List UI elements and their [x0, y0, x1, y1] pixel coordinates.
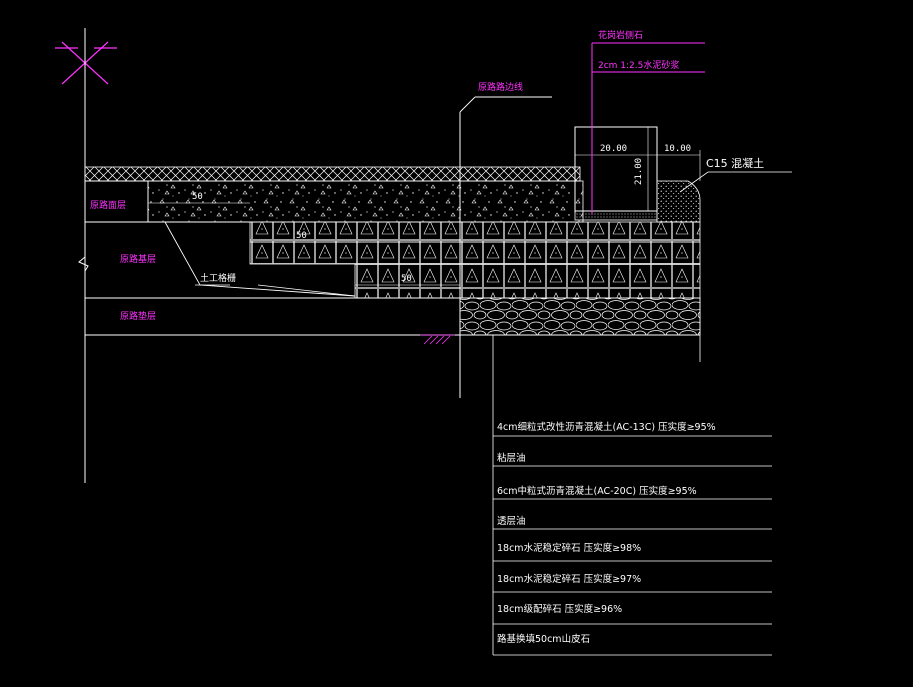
callout-mortar: 2cm 1:2.5水泥砂浆 — [598, 59, 679, 71]
spec-note-3: 6cm中粒式沥青混凝土(AC-20C) 压实度≥95% — [497, 485, 697, 497]
callout-leaders — [591, 42, 705, 215]
spec-table-lines — [492, 335, 772, 656]
mortar-bed — [574, 210, 658, 221]
layer-label-base: 原路基层 — [120, 253, 156, 265]
surface-wearing-course — [84, 166, 581, 182]
asphalt-binder-course — [147, 180, 584, 223]
callout-road-edge: 原路路边线 — [478, 81, 523, 93]
spec-note-8: 路基换填50cm山皮石 — [497, 633, 590, 645]
layer-label-subbase: 原路垫层 — [120, 310, 156, 322]
spec-note-5: 18cm水泥稳定碎石 压实度≥98% — [497, 542, 641, 554]
stabilized-base-lower — [354, 263, 701, 299]
layer-label-surface: 原路面层 — [90, 199, 126, 211]
dim-step-surface: 50 — [192, 192, 203, 202]
spec-note-2: 粘层油 — [497, 452, 526, 464]
dim-step-base: 50 — [296, 231, 307, 241]
dim-side-width: 10.00 — [664, 144, 691, 154]
stabilized-base-middle — [249, 241, 701, 265]
dimension-lines — [148, 126, 701, 286]
spec-note-6: 18cm水泥稳定碎石 压实度≥97% — [497, 573, 641, 585]
callout-concrete: C15 混凝土 — [706, 156, 764, 170]
callout-geogrid: 土工格栅 — [200, 272, 236, 284]
graded-gravel-layer — [459, 297, 701, 336]
callout-curb-stone: 花岗岩侧石 — [598, 29, 643, 41]
axis-marker-icon — [55, 41, 117, 85]
dim-curb-height: 21.00 — [634, 158, 644, 185]
spec-note-4: 透层油 — [497, 515, 526, 527]
dim-step-subbase: 50 — [401, 274, 412, 284]
spec-note-7: 18cm级配碎石 压实度≥96% — [497, 603, 622, 615]
break-mark-icon — [78, 256, 89, 272]
ground-mark-icon — [420, 334, 455, 345]
stabilized-base-upper — [249, 221, 701, 243]
geogrid-line-lower — [257, 284, 356, 297]
spec-note-1: 4cm细粒式改性沥青混凝土(AC-13C) 压实度≥95% — [497, 421, 716, 433]
existing-road-layer-lines — [85, 180, 700, 336]
curb-stone — [574, 126, 658, 212]
concrete-backing — [656, 180, 701, 223]
road-edge-leader — [459, 96, 476, 113]
dim-curb-width: 20.00 — [600, 144, 627, 154]
concrete-leader — [679, 171, 792, 193]
